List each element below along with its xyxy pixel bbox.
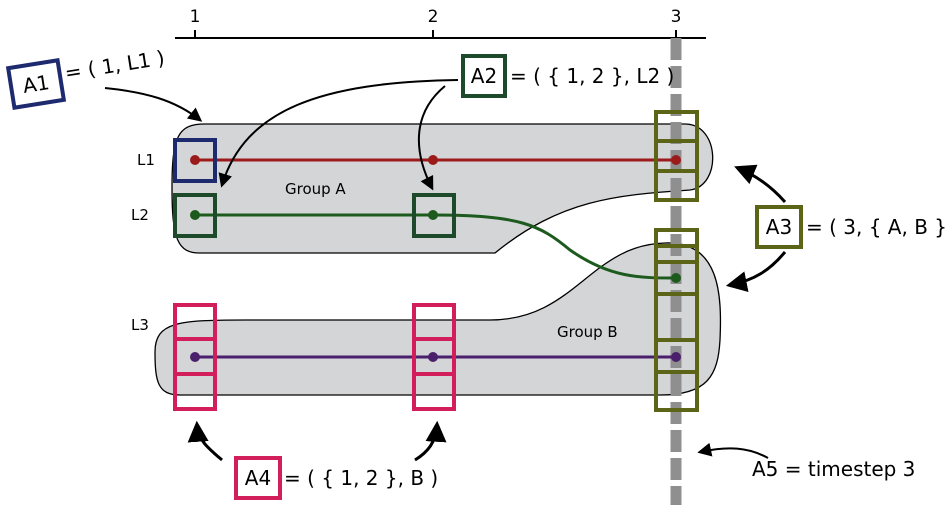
a4-arrow-2 xyxy=(414,420,447,462)
a1-highlight-box xyxy=(173,138,217,183)
line-label-l3: L3 xyxy=(131,316,149,334)
a4-annotation: A4 = ( { 1, 2 }, B ) xyxy=(187,420,447,500)
a4-label-box xyxy=(234,456,282,500)
a2-arrow-1 xyxy=(218,79,459,188)
l2-point-1 xyxy=(190,210,200,220)
a4-label-id: A4 xyxy=(245,466,271,490)
a3-stack-group-a xyxy=(654,110,699,202)
a1-label-text: = ( 1, L1 ) xyxy=(63,45,166,84)
a3-stack-group-b xyxy=(654,228,699,412)
a1-label-id: A1 xyxy=(21,70,51,98)
a1-label-box xyxy=(5,58,67,110)
group-a-region xyxy=(171,123,714,254)
l3-point-2 xyxy=(428,352,438,362)
a3-label-box xyxy=(755,205,803,249)
tick-label-1: 1 xyxy=(190,7,201,27)
a2-highlight-box-1 xyxy=(173,193,217,238)
a2-arrow-2 xyxy=(418,85,446,191)
tick-label-2: 2 xyxy=(428,7,439,27)
line-label-l2: L2 xyxy=(131,206,149,224)
a3-label-id: A3 xyxy=(766,215,792,239)
l1-point-2 xyxy=(428,155,438,165)
l1-point-3 xyxy=(671,155,681,165)
a2-annotation: A2 = ( { 1, 2 }, L2 ) xyxy=(218,54,674,191)
a3-arrow-1 xyxy=(734,164,787,203)
tick-label-3: 3 xyxy=(671,7,682,27)
l3-point-1 xyxy=(190,352,200,362)
group-a-label: Group A xyxy=(285,180,346,198)
a4-stack-1 xyxy=(173,303,217,411)
a4-arrow-1 xyxy=(187,420,223,462)
a2-highlight-box-2 xyxy=(412,193,456,238)
a1-arrow xyxy=(104,87,203,122)
line-label-l1: L1 xyxy=(137,151,155,169)
a4-label-text: = ( { 1, 2 }, B ) xyxy=(284,466,438,490)
l3-point-3 xyxy=(671,352,681,362)
a1-annotation: A1 = ( 1, L1 ) xyxy=(5,45,203,122)
l1-point-1 xyxy=(190,155,200,165)
a2-label-box xyxy=(461,54,507,98)
a4-stack-2 xyxy=(412,303,456,411)
line-l2 xyxy=(195,213,677,280)
a3-label-text: = ( 3, { A, B } ) xyxy=(806,215,947,239)
a5-label-text: A5 = timestep 3 xyxy=(752,457,915,481)
l2-point-2 xyxy=(428,210,438,220)
l2-point-3 xyxy=(671,273,681,283)
a2-label-id: A2 xyxy=(471,64,497,88)
a5-arrow xyxy=(697,442,769,459)
a3-arrow-2 xyxy=(725,251,787,292)
time-axis: 1 2 3 xyxy=(175,7,706,39)
a5-annotation: A5 = timestep 3 xyxy=(697,442,915,481)
a2-label-text: = ( { 1, 2 }, L2 ) xyxy=(510,64,674,88)
a3-annotation: A3 = ( 3, { A, B } ) xyxy=(725,164,947,292)
group-b-label: Group B xyxy=(557,323,618,341)
